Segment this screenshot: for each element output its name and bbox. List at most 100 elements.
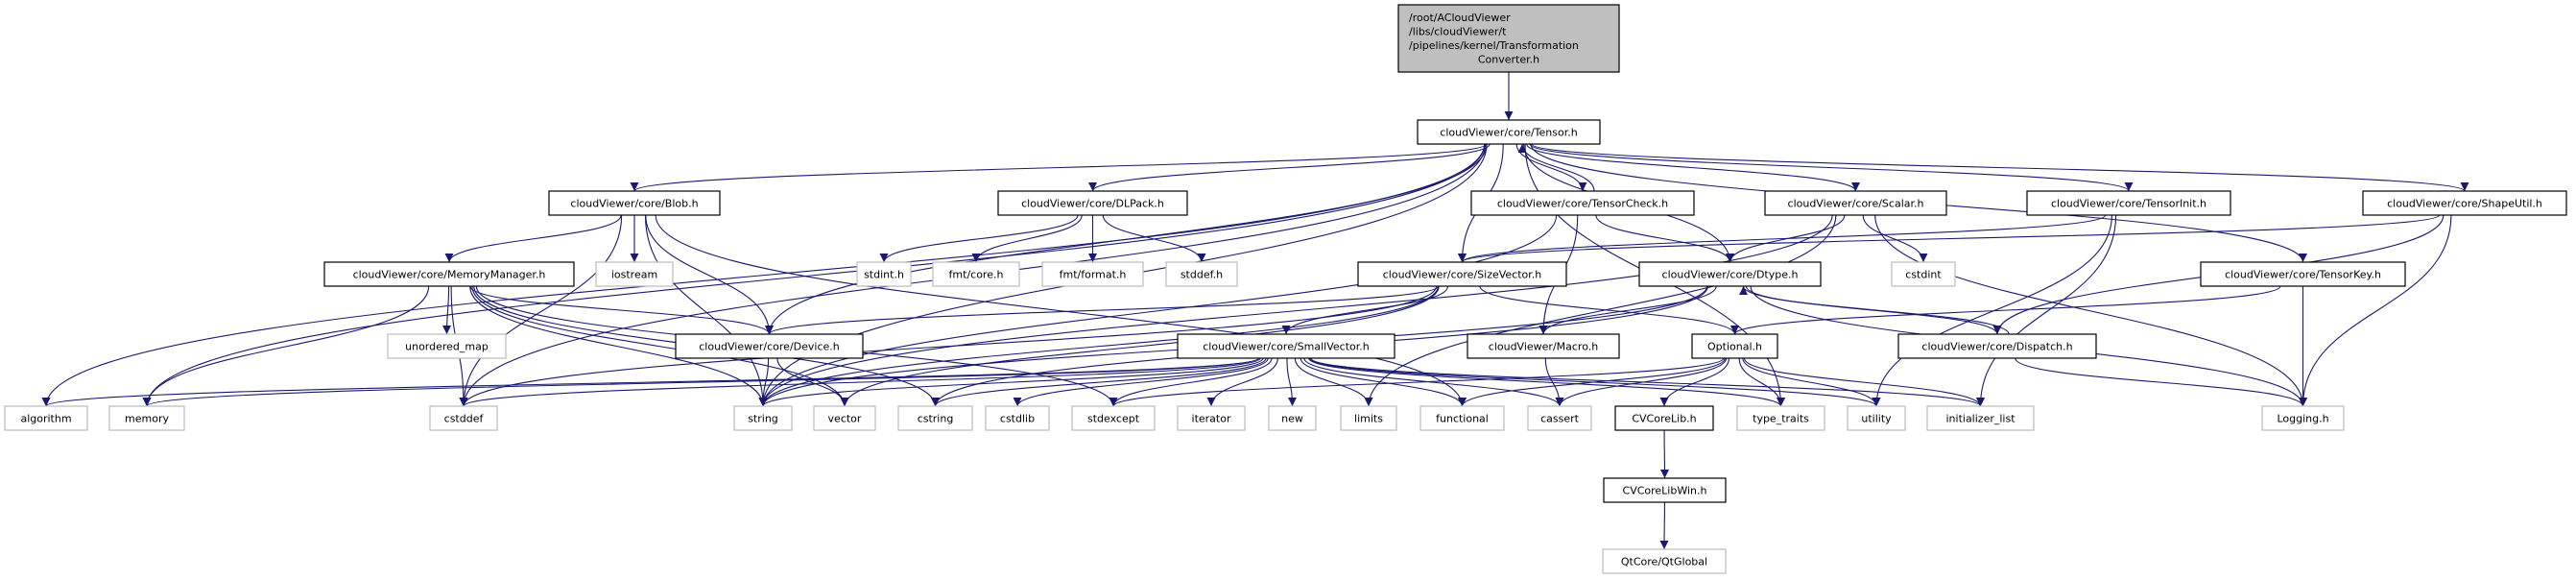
- edge-tensorkey-to-optional: [1730, 285, 2281, 335]
- node-box: [856, 261, 912, 287]
- node-label[interactable]: cloudViewer/core/TensorCheck.h: [1497, 198, 1668, 210]
- edge-smallvector-to-memory: [142, 357, 1260, 407]
- node-box: [429, 405, 498, 431]
- edge-memorymanager-to-device: [469, 285, 774, 335]
- node-sizevector[interactable]: cloudViewer/core/SizeVector.h: [1357, 261, 1567, 287]
- node-label[interactable]: cloudViewer/core/TensorKey.h: [2225, 269, 2381, 281]
- node-label[interactable]: Optional.h: [1707, 341, 1762, 353]
- node-box: [323, 261, 575, 287]
- node-box: [985, 405, 1050, 431]
- edge-scalar-to-limits: [1364, 214, 1837, 407]
- node-box: [1527, 405, 1592, 431]
- node-qtglobal: QtCore/QtGlobal: [1602, 548, 1727, 574]
- edge-tensorcheck-to-string: [758, 214, 1558, 407]
- node-tensorcheck[interactable]: cloudViewer/core/TensorCheck.h: [1470, 190, 1695, 216]
- node-box: [997, 190, 1188, 216]
- node-scalar[interactable]: cloudViewer/core/Scalar.h: [1764, 190, 1947, 216]
- edge-memorymanager-to-memory: [142, 285, 430, 407]
- node-macro[interactable]: cloudViewer/Macro.h: [1467, 333, 1620, 359]
- root-node-label-line: /libs/cloudViewer/t: [1409, 26, 1507, 38]
- node-limits: limits: [1340, 405, 1397, 431]
- node-label: algorithm: [20, 413, 71, 425]
- node-label[interactable]: cloudViewer/core/TensorInit.h: [2051, 198, 2206, 210]
- node-label[interactable]: cloudViewer/core/DLPack.h: [1021, 198, 1164, 210]
- node-cstdlib: cstdlib: [985, 405, 1050, 431]
- edge-memorymanager-to-unordered_map: [442, 285, 452, 335]
- node-box: [548, 190, 721, 216]
- node-box: [1638, 261, 1822, 287]
- node-box: [1764, 190, 1947, 216]
- edge-smallvector-to-type_traits: [1308, 357, 1785, 407]
- node-optional[interactable]: Optional.h: [1691, 333, 1778, 359]
- node-box: [4, 405, 88, 431]
- node-box: [2362, 190, 2567, 216]
- edge-smallvector-to-stdexcept: [1109, 357, 1273, 407]
- node-label[interactable]: cloudViewer/core/SmallVector.h: [1203, 341, 1370, 353]
- node-box: [813, 405, 876, 431]
- edge-shapeutil-to-logging: [2299, 214, 2452, 407]
- node-label[interactable]: cloudViewer/core/SizeVector.h: [1383, 269, 1542, 281]
- node-label[interactable]: cloudViewer/core/Blob.h: [570, 198, 698, 210]
- node-smallvector[interactable]: cloudViewer/core/SmallVector.h: [1177, 333, 1395, 359]
- edge-tensor-to-shapeutil: [1531, 143, 2469, 192]
- node-stdexcept: stdexcept: [1071, 405, 1156, 431]
- node-label[interactable]: cloudViewer/core/Tensor.h: [1440, 127, 1577, 139]
- node-tensorinit[interactable]: cloudViewer/core/TensorInit.h: [2026, 190, 2231, 216]
- edge-dispatch-to-dtype: [1739, 285, 2010, 335]
- node-label[interactable]: cloudViewer/core/MemoryManager.h: [353, 269, 546, 281]
- node-label[interactable]: cloudViewer/core/ShapeUtil.h: [2387, 198, 2542, 210]
- node-string: string: [733, 405, 793, 431]
- node-label[interactable]: cloudViewer/core/Dtype.h: [1662, 269, 1799, 281]
- edge-tensor-to-algorithm: [41, 143, 1486, 407]
- node-box: [1602, 548, 1727, 574]
- node-dlpack[interactable]: cloudViewer/core/DLPack.h: [997, 190, 1188, 216]
- node-dtype[interactable]: cloudViewer/core/Dtype.h: [1638, 261, 1822, 287]
- node-label: iostream: [611, 269, 657, 281]
- node-cvcorelib[interactable]: CVCoreLib.h: [1614, 405, 1714, 431]
- edge-optional-to-type_traits: [1738, 357, 1785, 407]
- node-logging: Logging.h: [2261, 405, 2345, 431]
- edge-optional-to-initializer_list: [1743, 357, 1985, 407]
- node-label: string: [748, 413, 778, 425]
- node-label: cstdlib: [1000, 413, 1035, 425]
- edge-optional-to-stdexcept: [1109, 357, 1725, 407]
- node-tensorkey[interactable]: cloudViewer/core/TensorKey.h: [2200, 261, 2406, 287]
- edge-smallvector-to-iterator: [1206, 357, 1278, 407]
- edge-optional-to-functional: [1458, 357, 1726, 407]
- edge-tensor-to-memory: [142, 143, 1486, 407]
- root-node-label-line: Converter.h: [1478, 54, 1539, 66]
- edge-memorymanager-to-vector: [471, 285, 849, 407]
- node-label: vector: [828, 413, 862, 425]
- node-utility: utility: [1847, 405, 1906, 431]
- node-label: utility: [1861, 413, 1892, 425]
- node-box: [1897, 333, 2097, 359]
- node-box: [897, 405, 973, 431]
- node-memorymanager[interactable]: cloudViewer/core/MemoryManager.h: [323, 261, 575, 287]
- root-node-label-line: /pipelines/kernel/Transformation: [1409, 39, 1579, 52]
- node-label[interactable]: cloudViewer/Macro.h: [1489, 341, 1598, 353]
- node-shapeutil[interactable]: cloudViewer/core/ShapeUtil.h: [2362, 190, 2567, 216]
- node-box: [1847, 405, 1906, 431]
- node-box: [932, 261, 1020, 287]
- node-tensor[interactable]: cloudViewer/core/Tensor.h: [1417, 119, 1601, 145]
- node-box: [1891, 261, 1956, 287]
- node-label[interactable]: cloudViewer/core/Device.h: [699, 341, 840, 353]
- node-label[interactable]: CVCoreLibWin.h: [1623, 485, 1707, 497]
- edge-tensor-to-blob: [630, 143, 1487, 192]
- node-cvcorelibwin[interactable]: CVCoreLibWin.h: [1603, 477, 1727, 503]
- node-box: [1470, 190, 1695, 216]
- node-dispatch[interactable]: cloudViewer/core/Dispatch.h: [1897, 333, 2097, 359]
- node-box: [1614, 405, 1714, 431]
- node-label[interactable]: CVCoreLib.h: [1632, 413, 1696, 425]
- node-stddef: stddef.h: [1165, 261, 1238, 287]
- edge-sizevector-to-smallvector: [1281, 285, 1449, 335]
- node-device[interactable]: cloudViewer/core/Device.h: [675, 333, 864, 359]
- node-blob[interactable]: cloudViewer/core/Blob.h: [548, 190, 721, 216]
- node-box: [595, 261, 674, 287]
- node-fmtformat: fmt/format.h: [1041, 261, 1144, 287]
- node-label[interactable]: cloudViewer/core/Scalar.h: [1788, 198, 1924, 210]
- node-box: [2200, 261, 2406, 287]
- node-label[interactable]: cloudViewer/core/Dispatch.h: [1921, 341, 2072, 353]
- edge-smallvector-to-cstdlib: [1013, 357, 1269, 407]
